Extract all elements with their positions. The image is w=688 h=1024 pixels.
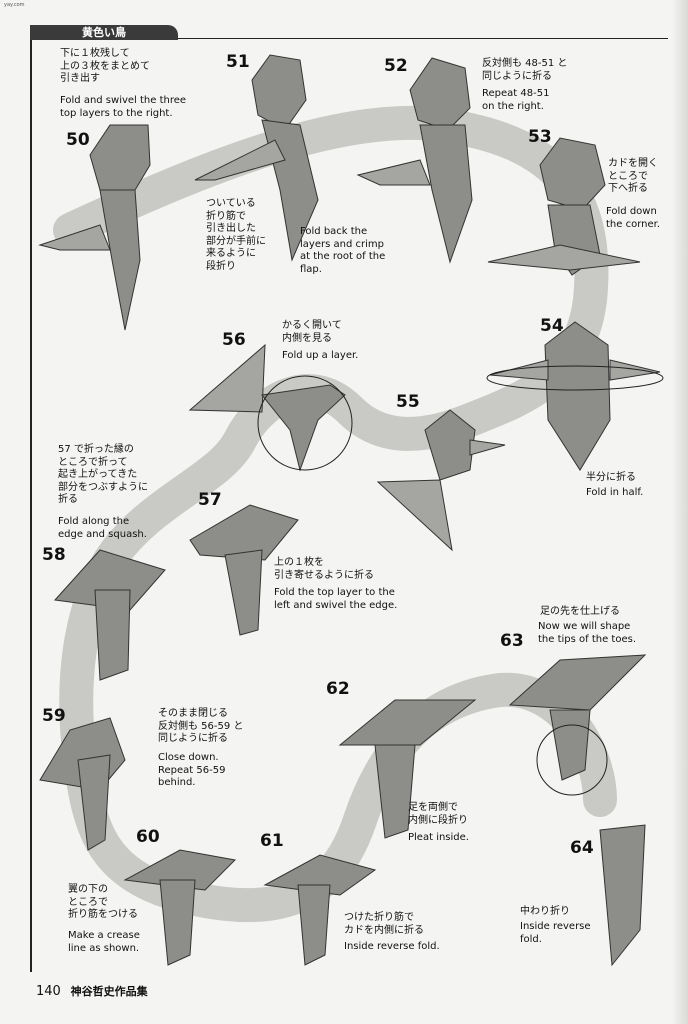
- instruction-51-ja: ついている 折り筋で 引き出した 部分が手前に 来るように 段折り: [206, 198, 266, 272]
- book-spine-shadow: [672, 0, 688, 1024]
- figure-50: [38, 124, 151, 331]
- step-number-57: 57: [198, 490, 222, 510]
- instruction-51-en: Fold back the layers and crimp at the ro…: [300, 226, 386, 275]
- figure-57: [189, 504, 299, 636]
- instruction-50-en: Fold and swivel the three top layers to …: [60, 95, 187, 119]
- figure-62: [338, 699, 477, 839]
- step-number-64: 64: [570, 838, 594, 858]
- instruction-62-ja: 足を両側で 内側に段折り: [408, 802, 468, 826]
- instruction-62-en: Pleat inside.: [408, 832, 469, 843]
- page-footer: 140 神谷哲史作品集: [36, 983, 148, 999]
- instruction-58-ja: 57 で折った縁の ところで折って 起き上がってきた 部分をつぶすように 折る: [58, 444, 148, 505]
- instruction-64-ja: 中わり折り: [520, 906, 570, 917]
- instruction-60-en: Make a crease line as shown.: [68, 930, 140, 954]
- step-number-52: 52: [384, 56, 408, 76]
- instruction-53-en: Fold down the corner.: [606, 206, 661, 230]
- figure-53: [487, 137, 641, 276]
- step-number-61: 61: [260, 831, 284, 851]
- step-number-53: 53: [528, 127, 552, 147]
- instruction-60-ja: 翼の下の ところで 折り筋をつける: [68, 884, 138, 920]
- step-number-62: 62: [326, 679, 350, 699]
- figure-61: [263, 854, 377, 966]
- instruction-64-en: Inside reverse fold.: [520, 921, 591, 945]
- instruction-63-en: Now we will shape the tips of the toes.: [538, 621, 637, 645]
- figure-58: [53, 549, 166, 681]
- watermark: yay.com: [4, 2, 25, 8]
- figure-51: [194, 54, 319, 262]
- instruction-52-ja: 反対側も 48-51 と 同じように折る: [482, 58, 568, 82]
- step-number-60: 60: [136, 827, 160, 847]
- instruction-59-ja: そのまま閉じる 反対側も 56-59 と 同じように折る: [158, 708, 244, 744]
- step-number-63: 63: [500, 631, 524, 651]
- figure-55: [376, 409, 506, 552]
- page-frame-left: [30, 38, 32, 972]
- step-number-56: 56: [222, 330, 246, 350]
- book-title: 神谷哲史作品集: [70, 985, 148, 998]
- figure-54: [486, 321, 664, 471]
- instruction-59-en: Close down. Repeat 56-59 behind.: [158, 752, 226, 788]
- instruction-54-en: Fold in half.: [586, 487, 644, 498]
- figure-59: [39, 717, 126, 851]
- step-number-58: 58: [42, 545, 66, 565]
- figure-56: [188, 343, 353, 472]
- instruction-53-ja: カドを開く ところで 下へ折る: [608, 158, 658, 194]
- instruction-57-ja: 上の１枚を 引き寄せるように折る: [274, 557, 374, 581]
- instruction-61-ja: つけた折り筋で カドを内側に折る: [344, 912, 424, 936]
- instruction-52-en: Repeat 48-51 on the right.: [482, 88, 550, 112]
- instruction-56-en: Fold up a layer.: [282, 350, 359, 361]
- instruction-54-ja: 半分に折る: [586, 472, 636, 483]
- instruction-58-en: Fold along the edge and squash.: [58, 516, 147, 540]
- page-frame: [30, 38, 668, 973]
- instruction-56-ja: かるく開いて 内側を見る: [282, 320, 342, 344]
- step-number-50: 50: [66, 130, 90, 150]
- instruction-61-en: Inside reverse fold.: [344, 941, 440, 952]
- page-number: 140: [36, 984, 61, 999]
- instruction-50-ja: 下に１枚残して 上の３枚をまとめて 引き出す: [60, 48, 150, 84]
- figure-52: [356, 57, 473, 264]
- step-number-55: 55: [396, 392, 420, 412]
- figure-63: [508, 654, 647, 796]
- figure-64: [599, 824, 646, 967]
- instruction-57-en: Fold the top layer to the left and swive…: [274, 587, 398, 611]
- step-number-54: 54: [540, 316, 564, 336]
- figure-60: [123, 849, 237, 966]
- instruction-63-ja: 足の先を仕上げる: [540, 606, 620, 617]
- step-number-59: 59: [42, 706, 66, 726]
- section-title-tab: 黄色い鳥: [30, 25, 178, 40]
- step-number-51: 51: [226, 52, 250, 72]
